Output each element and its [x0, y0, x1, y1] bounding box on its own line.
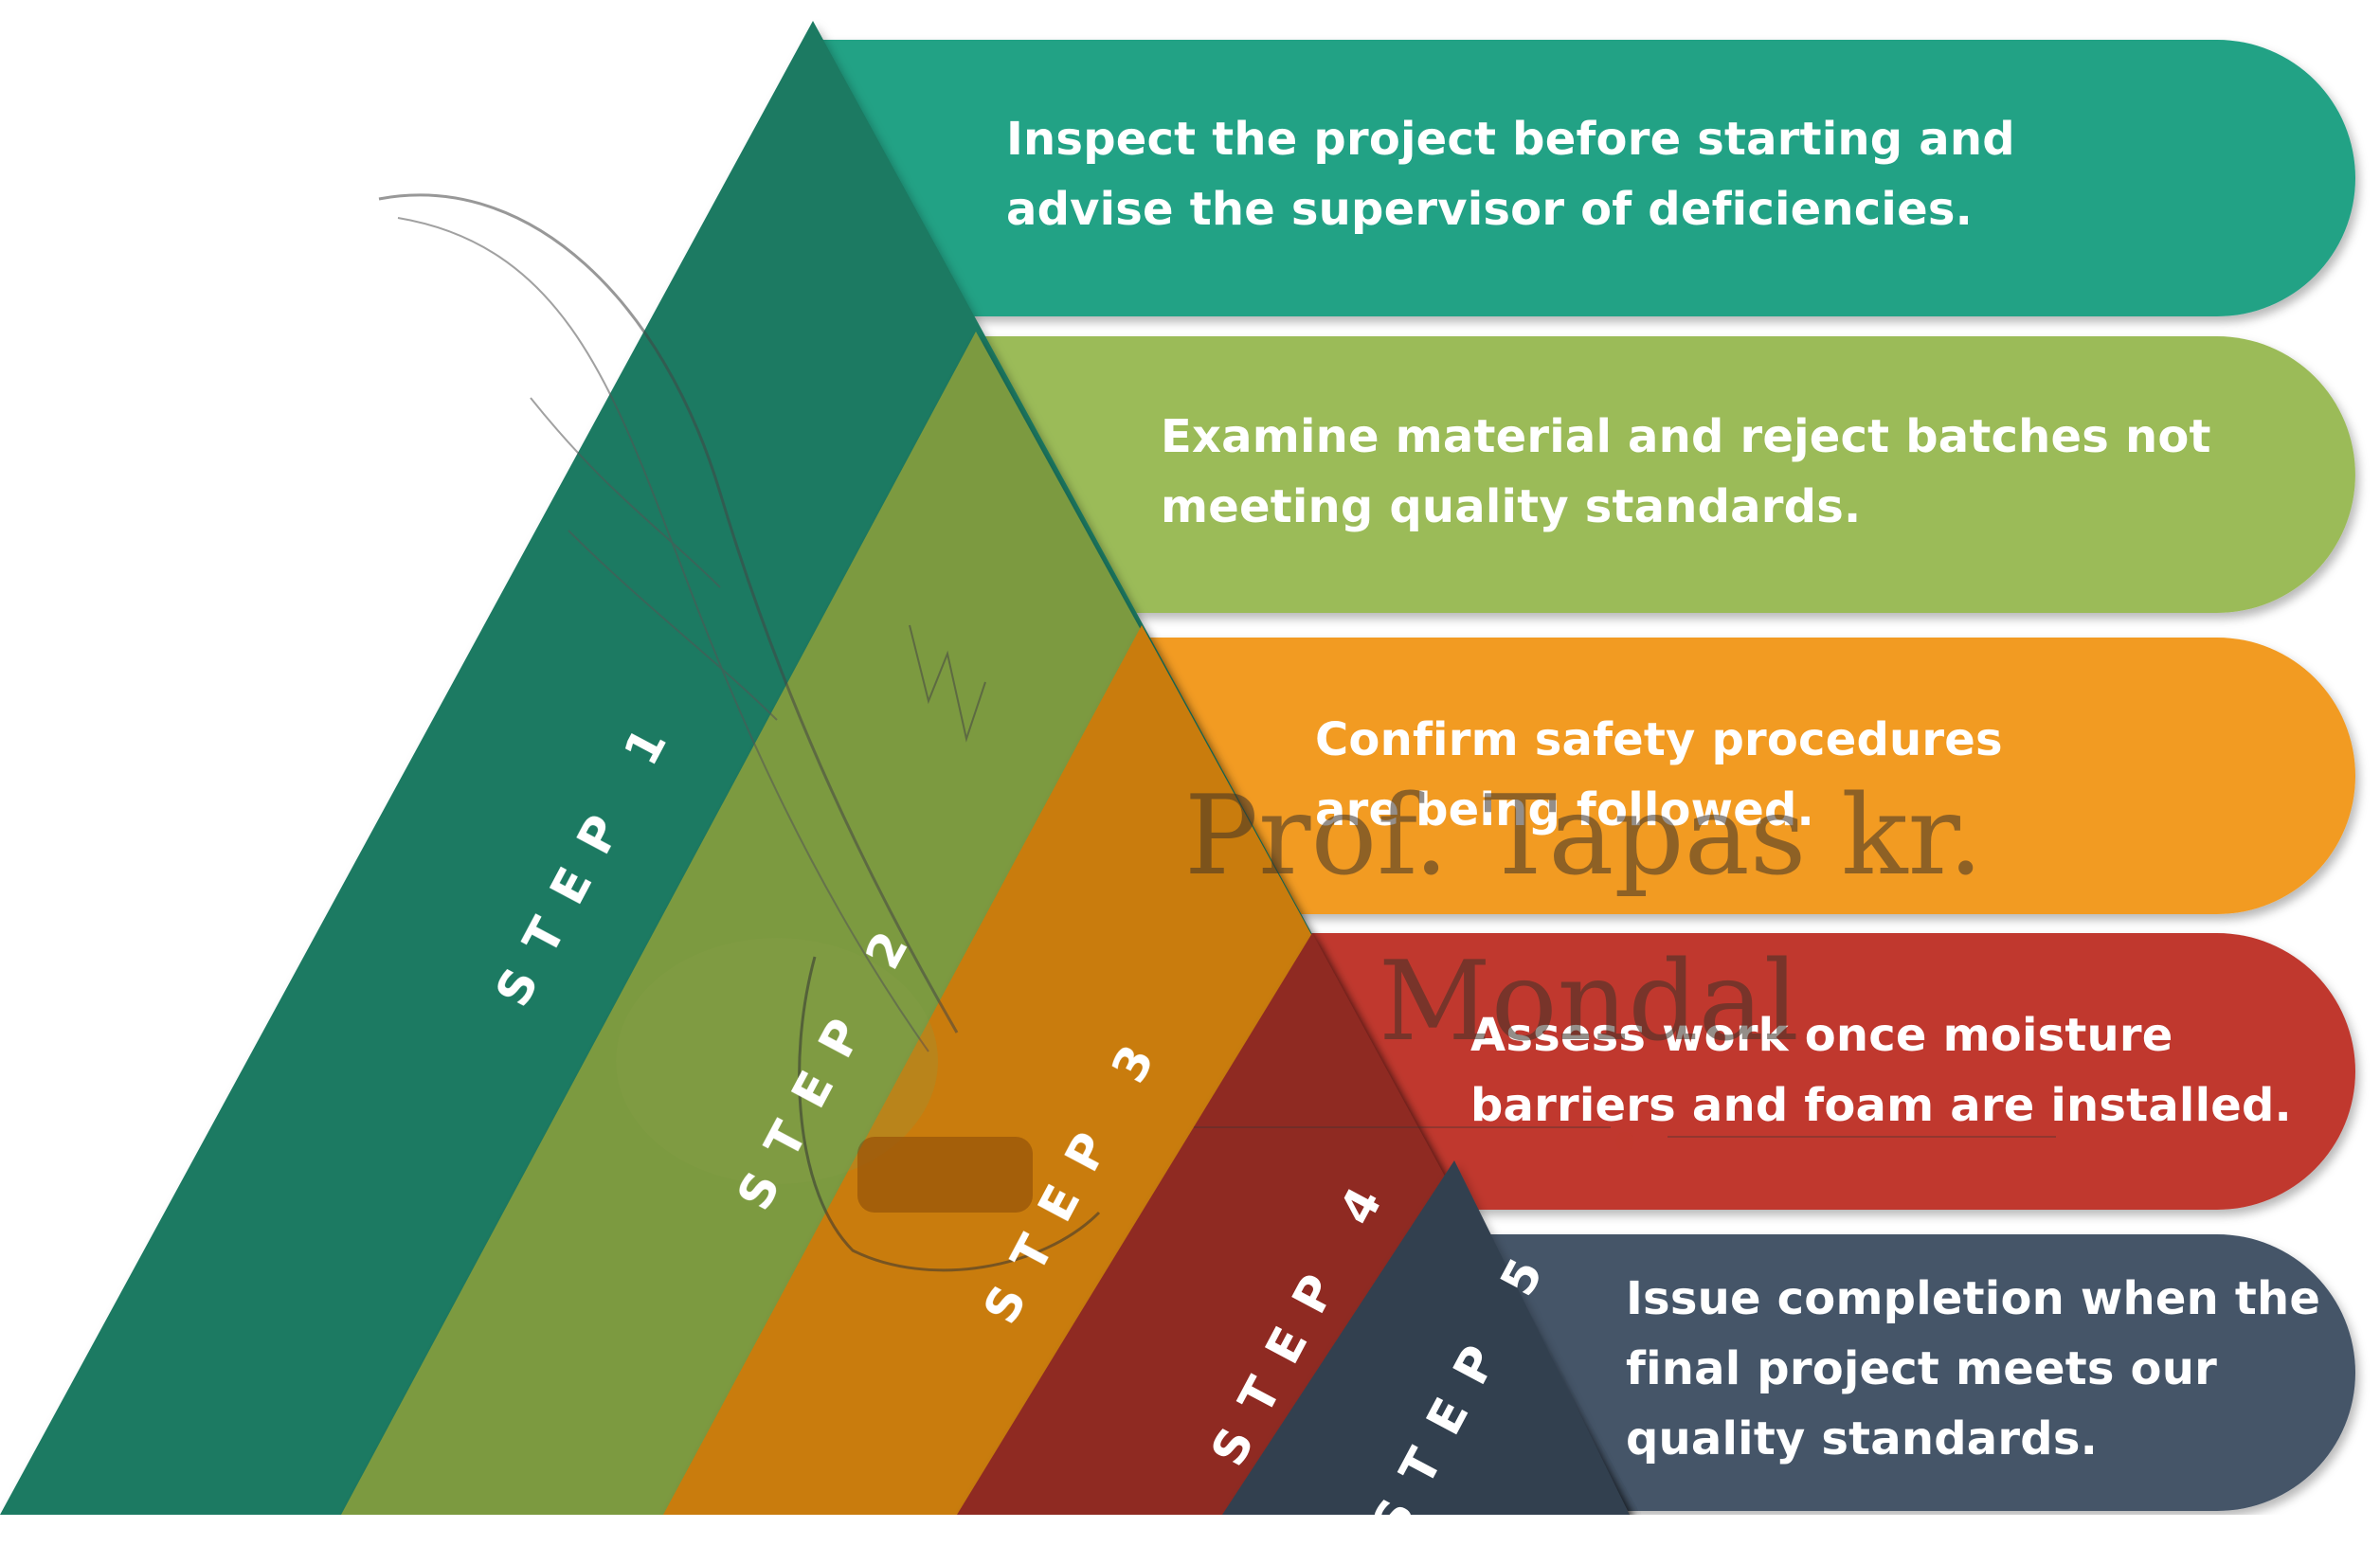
step5-description-line: final project meets our	[1626, 1342, 2217, 1395]
step2-description-line: Examine material and reject batches not	[1161, 410, 2211, 463]
step5-description: Issue completion when the final project …	[1626, 1264, 2320, 1474]
watermark-quill-graphic	[378, 193, 2056, 1272]
step3-description-line: Confirm safety procedures	[1315, 713, 2003, 766]
step5-triangle	[1222, 1160, 1630, 1515]
step3-banner	[1123, 638, 2355, 914]
step5-description-line: Issue completion when the	[1626, 1272, 2321, 1325]
step2-banner	[966, 336, 2355, 613]
step2-description-line: meeting quality standards.	[1161, 480, 1862, 533]
step2-description: Examine material and reject batches not …	[1161, 402, 2211, 542]
pyramid-diagram	[0, 21, 2355, 1515]
step4-description: Assess work once moisture barriers and f…	[1470, 1000, 2292, 1141]
step3-description-line: are being followed.	[1315, 783, 1814, 836]
step5-banner	[1445, 1234, 2355, 1511]
step5-description-line: quality standards.	[1626, 1412, 2099, 1465]
step1-banner	[815, 40, 2355, 316]
watermark-line-2: Mondal	[1379, 938, 1799, 1066]
step3-description: Confirm safety procedures are being foll…	[1315, 705, 2003, 845]
step4-description-line: barriers and foam are installed.	[1470, 1079, 2292, 1132]
watermark-line-1: Prof. Tapas kr.	[1184, 772, 1984, 900]
step4-description-line: Assess work once moisture	[1470, 1009, 2173, 1062]
step1-description-line: Inspect the project before starting and	[1006, 113, 2015, 166]
step4-banner	[1284, 933, 2355, 1210]
step1-description: Inspect the project before starting and …	[1006, 104, 2015, 244]
step1-description-line: advise the supervisor of deficiencies.	[1006, 183, 1974, 236]
